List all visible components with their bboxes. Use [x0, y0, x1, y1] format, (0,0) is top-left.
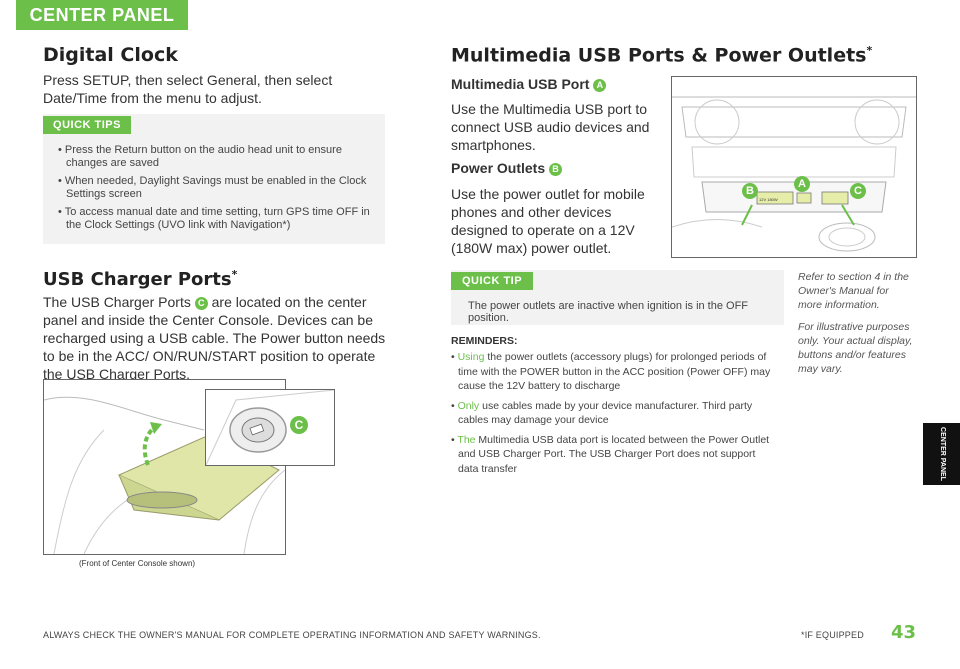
usb-port-drawing [205, 389, 335, 466]
callout-badge-c: C [194, 297, 208, 310]
reminders-title: REMINDERS: [451, 335, 518, 347]
center-panel-drawing [671, 96, 916, 252]
usb-charger-title: USB Charger Ports* [43, 268, 238, 290]
reminder-item: • Only use cables made by your device ma… [451, 399, 753, 427]
quick-tip-item: • Press the Return button on the audio h… [58, 144, 342, 169]
usb-port-heading: Multimedia USB Port A [451, 76, 607, 92]
quick-tip-text: The power outlets are inactive when igni… [468, 300, 749, 324]
reminder-item: • The Multimedia USB data port is locate… [451, 433, 770, 475]
power-outlets-heading: Power Outlets B [451, 160, 563, 176]
section-tab: CENTER PANEL [16, 0, 188, 30]
side-note-disclaimer: For illustrative purposes only. Your act… [798, 321, 913, 375]
side-note-reference: Refer to section 4 in the Owner's Manual… [798, 271, 909, 311]
center-panel-illustration [671, 76, 917, 258]
callout-badge-b: B [549, 163, 563, 176]
digital-clock-body: Press SETUP, then select General, then s… [43, 72, 333, 106]
footer-warning: ALWAYS CHECK THE OWNER'S MANUAL FOR COMP… [43, 630, 541, 640]
usb-port-body: Use the Multimedia USB port to connect U… [451, 101, 650, 153]
image-callout-c2: C [850, 183, 866, 199]
power-outlets-body: Use the power outlet for mobile phones a… [451, 186, 645, 256]
usb-charger-body: The USB Charger Ports C are located on t… [43, 294, 386, 382]
outlet-label-text: 12V 180W [759, 197, 778, 202]
side-section-tab: CENTER PANEL [923, 423, 960, 485]
side-notes: Refer to section 4 in the Owner's Manual… [798, 270, 913, 384]
quick-tips-label: QUICK TIPS [43, 116, 131, 134]
quick-tip-item: • When needed, Daylight Savings must be … [58, 175, 367, 200]
image-callout-c: C [290, 416, 308, 434]
reminders-list: • Using the power outlets (accessory plu… [451, 350, 771, 481]
quick-tip-item: • To access manual date and time setting… [58, 206, 370, 231]
quick-tip-label: QUICK TIP [451, 272, 533, 290]
digital-clock-title: Digital Clock [43, 44, 178, 66]
reminder-item: • Using the power outlets (accessory plu… [451, 351, 771, 392]
image-caption: (Front of Center Console shown) [79, 559, 196, 568]
image-callout-a: A [794, 176, 810, 192]
usb-port-inset [205, 389, 335, 466]
page-number: 43 [890, 622, 916, 643]
image-callout-b: B [742, 183, 758, 199]
multimedia-title: Multimedia USB Ports & Power Outlets* [451, 44, 873, 67]
footer-equipped-note: *IF EQUIPPED [801, 630, 864, 640]
callout-badge-a: A [593, 79, 607, 92]
quick-tips-box [43, 114, 385, 244]
quick-tips-list: • Press the Return button on the audio h… [58, 144, 374, 237]
